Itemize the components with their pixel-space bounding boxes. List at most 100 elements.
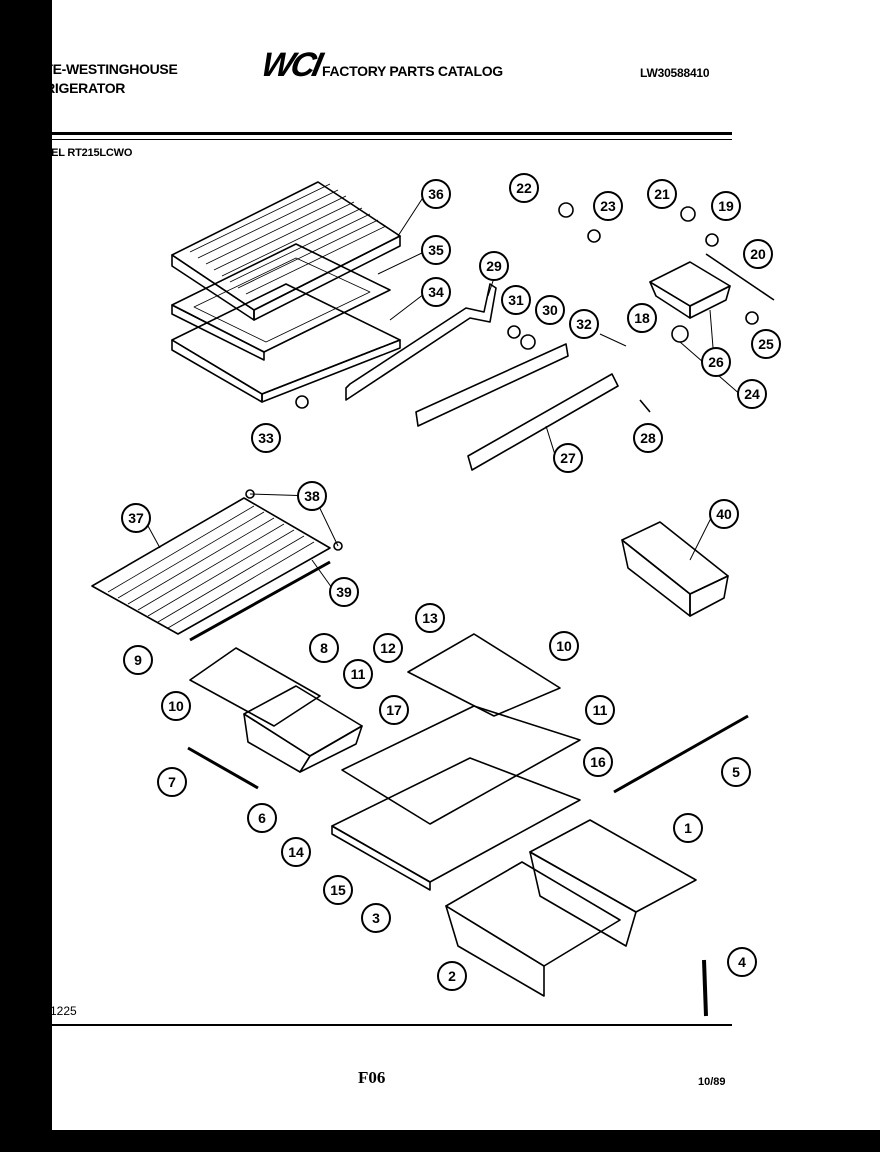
- callout-circle: [585, 695, 615, 725]
- product-type: REFRIGERATOR: [18, 80, 126, 96]
- callout-circle: [553, 443, 583, 473]
- callout-circle: [297, 481, 327, 511]
- callout-number: 3: [372, 910, 380, 926]
- callout-circle: [627, 303, 657, 333]
- part-38b-drawing: [333, 541, 343, 551]
- header-rule-thin: [20, 139, 732, 140]
- callout-circle: [123, 645, 153, 675]
- callout-circle: [361, 903, 391, 933]
- callout-circle: [161, 691, 191, 721]
- callout-circle: [415, 603, 445, 633]
- shelf-rail-39-drawing: [189, 560, 331, 642]
- callout-number: 10: [556, 638, 572, 654]
- model-label: MODEL RT215LCWO: [26, 147, 133, 159]
- left-pan-frame-drawing: [189, 647, 321, 727]
- callout-circle: [647, 179, 677, 209]
- part-drawings: [91, 181, 775, 1017]
- left-pan-drawing: [243, 685, 363, 773]
- part-33-drawing: [295, 395, 309, 409]
- callout-number: 11: [593, 702, 608, 718]
- callout-number: 11: [351, 666, 366, 682]
- callout-number: 34: [428, 284, 444, 300]
- cover-frame-drawing: [171, 243, 391, 361]
- callout-circle: [247, 803, 277, 833]
- callout-circle: [281, 837, 311, 867]
- leader-lines: [147, 195, 743, 589]
- callout-40: 40: [709, 499, 739, 529]
- callout-number: 26: [708, 354, 724, 370]
- callout-22: 22: [509, 173, 539, 203]
- callout-11: 11: [585, 695, 615, 725]
- callout-number: 20: [750, 246, 766, 262]
- callout-26: 26: [701, 347, 731, 377]
- callout-number: 19: [718, 198, 734, 214]
- part-4-drawing: [702, 959, 708, 1017]
- callout-4: 4: [727, 947, 757, 977]
- callout-circle: [373, 633, 403, 663]
- callout-circle: [323, 875, 353, 905]
- callout-circle: [673, 813, 703, 843]
- callout-circle: [737, 379, 767, 409]
- callout-number: 7: [168, 774, 176, 790]
- callout-circle: [509, 173, 539, 203]
- brand-block: WHITE-WESTINGHOUSE REFRIGERATOR: [18, 60, 178, 98]
- callout-10: 10: [161, 691, 191, 721]
- callout-20: 20: [743, 239, 773, 269]
- crisper-cover-drawing: [331, 757, 581, 891]
- callout-number: 4: [738, 954, 746, 970]
- callout-number: 31: [508, 292, 524, 308]
- callout-number: 22: [516, 180, 532, 196]
- right-pan-frame-drawing: [407, 633, 561, 717]
- callout-number: 37: [128, 510, 144, 526]
- callout-circle: [121, 503, 151, 533]
- page-id: F06: [358, 1068, 386, 1087]
- callout-circle: [633, 423, 663, 453]
- callout-circle: [343, 659, 373, 689]
- part-25-drawing: [745, 311, 759, 325]
- callout-38: 38: [297, 481, 327, 511]
- callout-27: 27: [553, 443, 583, 473]
- callout-circle: [309, 633, 339, 663]
- callout-number: 32: [576, 316, 592, 332]
- callout-10: 10: [549, 631, 579, 661]
- callout-21: 21: [647, 179, 677, 209]
- wire-20-drawing: [705, 253, 775, 301]
- callout-34: 34: [421, 277, 451, 307]
- crisper-drawer-left-drawing: [445, 861, 621, 997]
- glass-shelf-drawing: [341, 705, 581, 825]
- header-rule: [20, 132, 732, 135]
- callout-circle: [437, 961, 467, 991]
- callout-number: 39: [336, 584, 352, 600]
- callout-1: 1: [673, 813, 703, 843]
- callout-number: 5: [732, 764, 740, 780]
- callout-35: 35: [421, 235, 451, 265]
- control-housing-drawing: [649, 261, 731, 319]
- callout-number: 1: [684, 820, 692, 836]
- crisper-cover-top-drawing: [171, 181, 401, 321]
- callout-number: 36: [428, 186, 444, 202]
- callout-12: 12: [373, 633, 403, 663]
- callout-number: 23: [600, 198, 616, 214]
- cover-support-bracket-drawing: [345, 283, 497, 401]
- part-23-drawing: [587, 229, 601, 243]
- callout-circle: [421, 235, 451, 265]
- part-21-drawing: [680, 206, 696, 222]
- callout-circle: [569, 309, 599, 339]
- callout-9: 9: [123, 645, 153, 675]
- callout-31: 31: [501, 285, 531, 315]
- callout-number: 10: [168, 698, 184, 714]
- callout-2: 2: [437, 961, 467, 991]
- callout-number: 6: [258, 810, 266, 826]
- catalog-date: 10/89: [698, 1076, 726, 1088]
- callout-circle: [743, 239, 773, 269]
- callout-circle: [251, 423, 281, 453]
- callout-circle: [751, 329, 781, 359]
- callout-circle: [721, 757, 751, 787]
- callout-19: 19: [711, 191, 741, 221]
- callout-circle: [701, 347, 731, 377]
- callout-circle: [583, 747, 613, 777]
- callout-number: 15: [330, 882, 346, 898]
- callout-number: 9: [134, 652, 142, 668]
- callout-15: 15: [323, 875, 353, 905]
